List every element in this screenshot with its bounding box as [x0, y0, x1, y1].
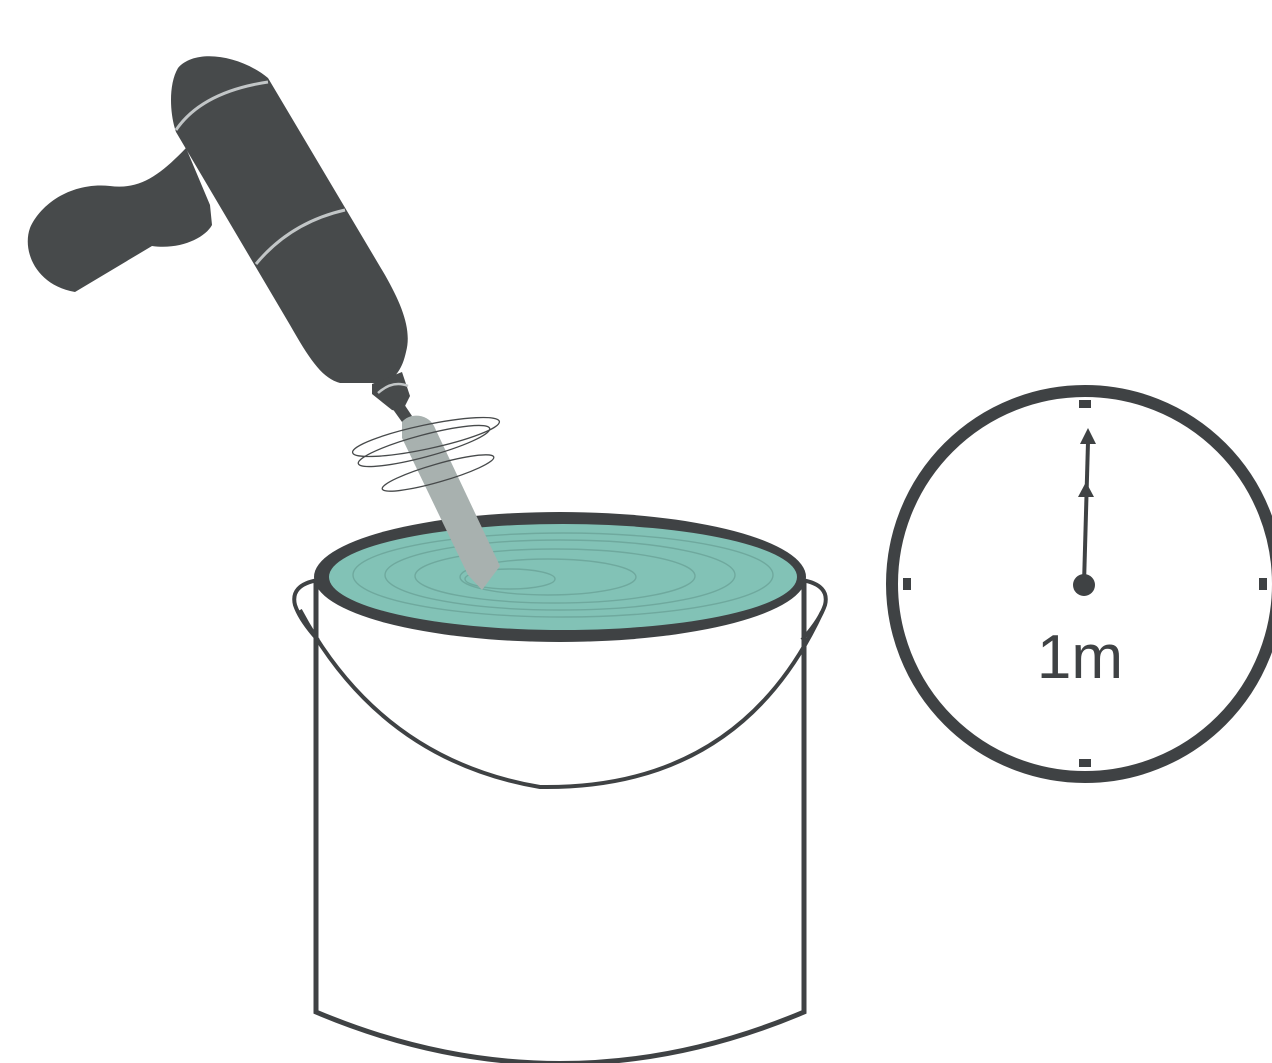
clock-hand-minute [1082, 441, 1090, 585]
drill-grip [27, 148, 212, 292]
clock-icon: 1m [886, 385, 1272, 783]
bucket-body [313, 580, 807, 1063]
clock-tick-3 [1259, 578, 1267, 590]
spin-motion-lines [351, 416, 501, 492]
clock-duration-label: 1m [1037, 623, 1123, 692]
bucket-handle-ear-right [800, 578, 828, 642]
drill-band-lower [254, 208, 346, 265]
mixing-paddle-icon [351, 415, 501, 590]
paint-bucket-icon [292, 512, 828, 1063]
drill-body [171, 56, 408, 383]
clock-tick-6 [1079, 759, 1091, 767]
drill-chuck-ring [377, 382, 409, 394]
clock-hand-arrowhead-upper [1080, 428, 1096, 444]
clock-hand-arrowhead-lower [1078, 482, 1094, 497]
bucket-handle [298, 609, 824, 790]
paddle-shaft [402, 415, 500, 590]
drill-chuck [372, 372, 410, 412]
drill-band-upper [174, 80, 269, 131]
paint-surface [329, 524, 797, 630]
clock-tick-12 [1079, 400, 1091, 408]
paint-ripples [352, 532, 774, 618]
clock-tick-9 [903, 578, 911, 590]
clock-center-pin [1073, 574, 1095, 596]
power-drill-icon [27, 56, 412, 422]
drill-chuck-tip [392, 404, 412, 422]
